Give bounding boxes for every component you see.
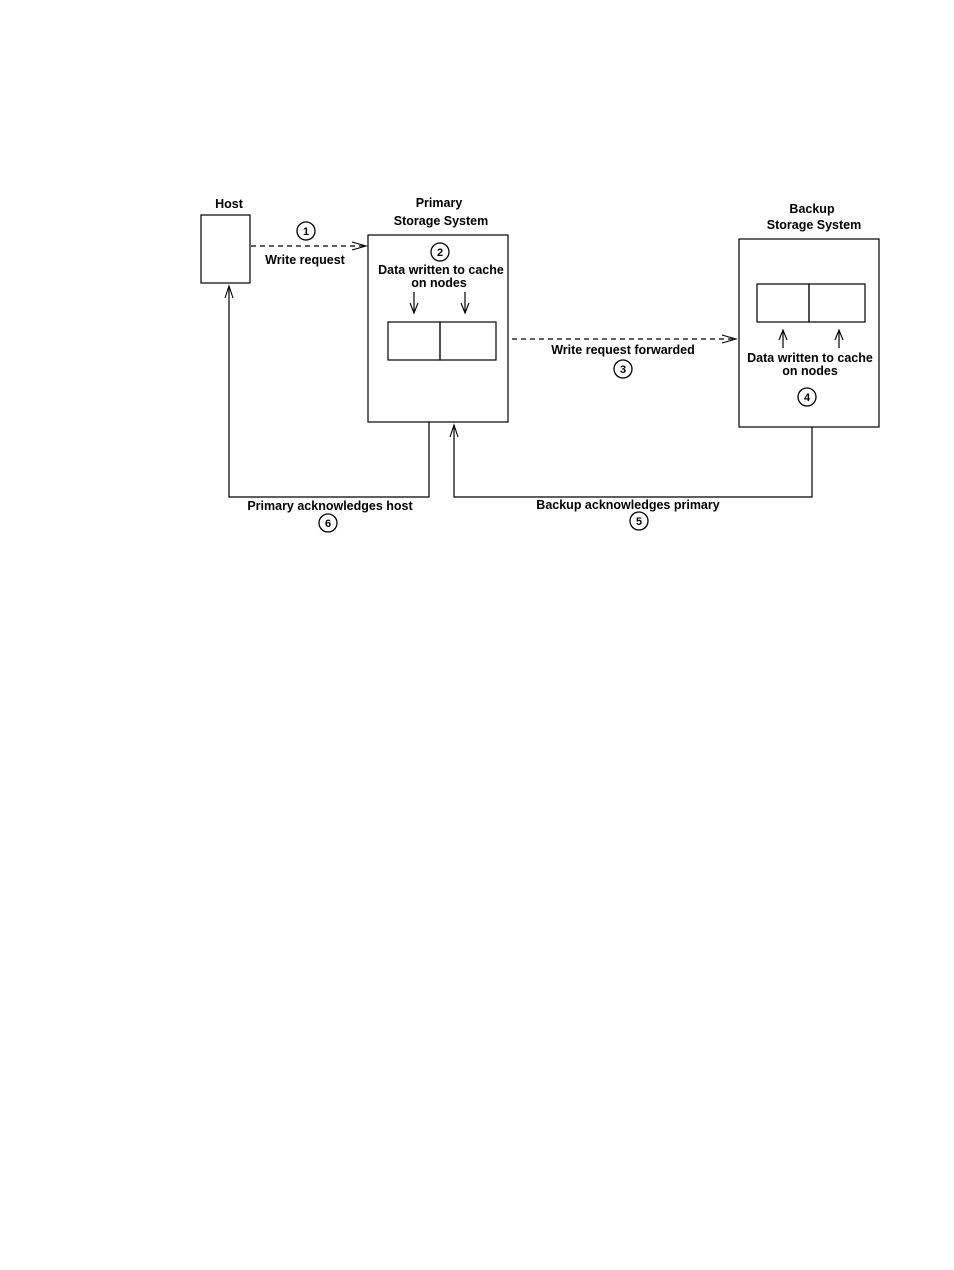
primary-cache-arrow-right [461,292,469,313]
step-6-marker: 6 [319,514,337,532]
write-request-forwarded-label: Write request forwarded [551,343,695,357]
primary-node-left [388,322,440,360]
step-1-marker: 1 [297,222,315,240]
primary-acknowledges-host-label: Primary acknowledges host [247,499,413,513]
step-5-marker: 5 [630,512,648,530]
backup-acknowledges-primary-label: Backup acknowledges primary [536,498,719,512]
backup-cache-arrow-right [835,330,843,348]
svg-text:2: 2 [437,247,443,259]
primary-title-line1: Primary [416,196,463,210]
step-3-marker: 3 [614,360,632,378]
svg-text:5: 5 [636,516,642,528]
backup-node-right [809,284,865,322]
primary-cache-label-line1: Data written to cache [378,263,504,277]
backup-node-left [757,284,809,322]
primary-acknowledges-host-arrow [225,286,429,497]
host-box [201,215,250,283]
write-request-arrow [251,242,366,250]
primary-title-line2: Storage System [394,214,488,228]
backup-acknowledges-primary-arrow [450,425,812,497]
backup-title-line1: Backup [789,202,835,216]
svg-text:1: 1 [303,226,309,238]
host-title: Host [215,197,244,211]
svg-text:4: 4 [804,392,811,404]
primary-cache-label-line2: on nodes [411,276,467,290]
backup-cache-label-line1: Data written to cache [747,351,873,365]
primary-cache-arrow-left [410,292,418,313]
backup-title-line2: Storage System [767,218,861,232]
step-4-marker: 4 [798,388,816,406]
primary-node-right [440,322,496,360]
write-request-forwarded-arrow [512,335,736,343]
backup-cache-label-line2: on nodes [782,364,838,378]
backup-cache-arrow-left [779,330,787,348]
write-request-label: Write request [265,253,345,267]
step-2-marker: 2 [431,243,449,261]
svg-text:6: 6 [325,518,331,530]
svg-text:3: 3 [620,364,626,376]
